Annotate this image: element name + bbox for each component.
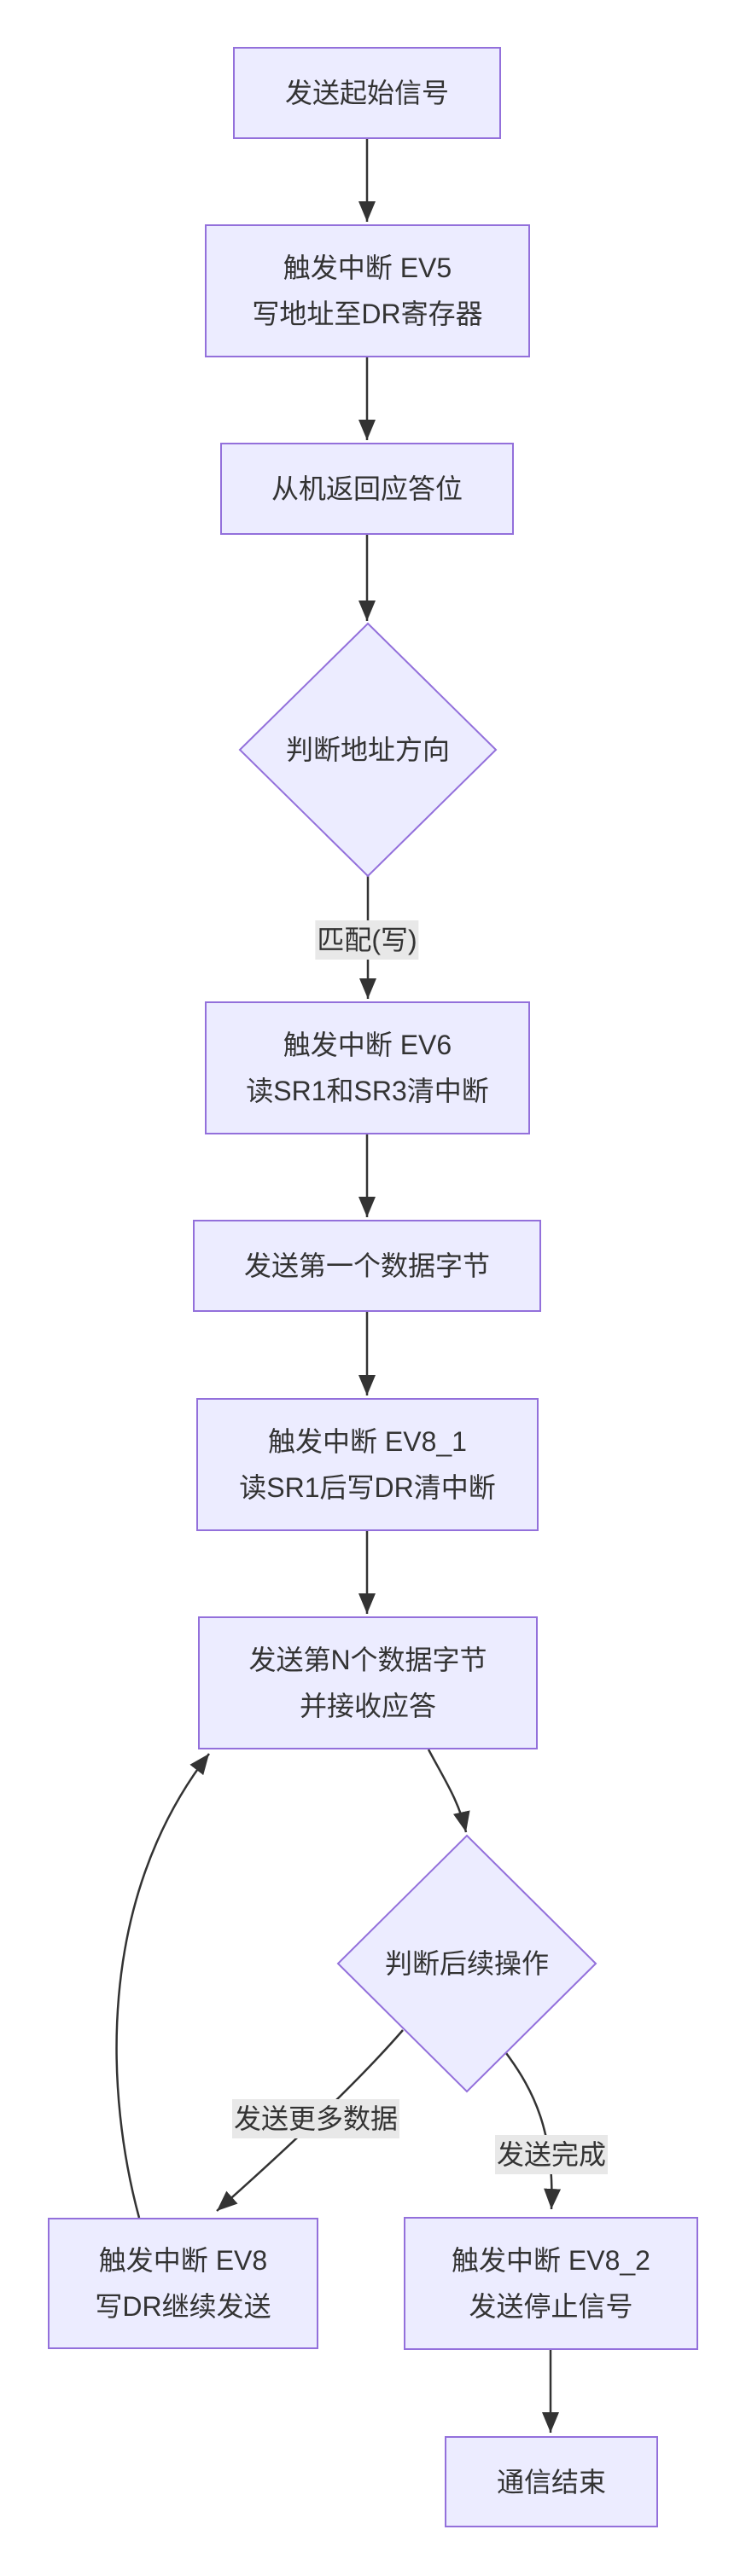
node-slave-ack: 从机返回应答位 bbox=[220, 443, 514, 535]
node-line: 触发中断 EV8_2 bbox=[452, 2245, 650, 2276]
node-line: 并接收应答 bbox=[299, 1691, 436, 1721]
node-trigger-ev8-1: 触发中断 EV8_1 读SR1后写DR清中断 bbox=[196, 1398, 539, 1531]
node-line: 发送第N个数据字节 bbox=[248, 1645, 487, 1675]
node-line: 发送第一个数据字节 bbox=[243, 1250, 490, 1281]
node-line: 触发中断 EV8 bbox=[98, 2245, 268, 2276]
node-line: 写地址至DR寄存器 bbox=[252, 299, 483, 329]
node-line: 读SR1后写DR清中断 bbox=[239, 1472, 496, 1503]
node-line: 触发中断 EV6 bbox=[283, 1030, 452, 1060]
node-line: 通信结束 bbox=[496, 2466, 606, 2498]
node-line: 发送起始信号 bbox=[284, 78, 449, 108]
edge-next-decision-to-ev82 bbox=[504, 2052, 562, 2210]
decision-address-direction-shape bbox=[238, 622, 498, 878]
node-communication-end: 通信结束 bbox=[445, 2436, 658, 2527]
node-line: 触发中断 EV5 bbox=[283, 252, 452, 283]
node-trigger-ev6: 触发中断 EV6 读SR1和SR3清中断 bbox=[205, 1001, 530, 1134]
node-line: 读SR1和SR3清中断 bbox=[246, 1076, 489, 1106]
node-line: 触发中断 EV8_1 bbox=[268, 1426, 467, 1457]
node-line: 写DR继续发送 bbox=[95, 2291, 271, 2322]
node-send-start-signal: 发送起始信号 bbox=[233, 47, 501, 139]
node-send-first-byte: 发送第一个数据字节 bbox=[193, 1220, 541, 1312]
node-send-nth-byte: 发送第N个数据字节 并接收应答 bbox=[198, 1616, 538, 1749]
node-trigger-ev5: 触发中断 EV5 写地址至DR寄存器 bbox=[205, 224, 530, 357]
node-trigger-ev8-2: 触发中断 EV8_2 发送停止信号 bbox=[404, 2217, 698, 2350]
decision-next-operation-label: 判断后续操作 bbox=[384, 1948, 550, 1979]
edge-ev8-loop-to-byten bbox=[115, 1753, 210, 2219]
node-line: 从机返回应答位 bbox=[271, 473, 463, 504]
node-trigger-ev8: 触发中断 EV8 写DR继续发送 bbox=[48, 2218, 318, 2349]
edge-label-send-more-data: 发送更多数据 bbox=[231, 2099, 400, 2138]
edge-byten-to-next-decision bbox=[427, 1749, 470, 1833]
edge-label-send-complete: 发送完成 bbox=[494, 2135, 609, 2174]
decision-next-operation-shape bbox=[336, 1834, 597, 2093]
edge-label-match-write: 匹配(写) bbox=[315, 920, 419, 960]
decision-address-direction-label: 判断地址方向 bbox=[285, 734, 451, 765]
node-line: 发送停止信号 bbox=[469, 2291, 633, 2322]
